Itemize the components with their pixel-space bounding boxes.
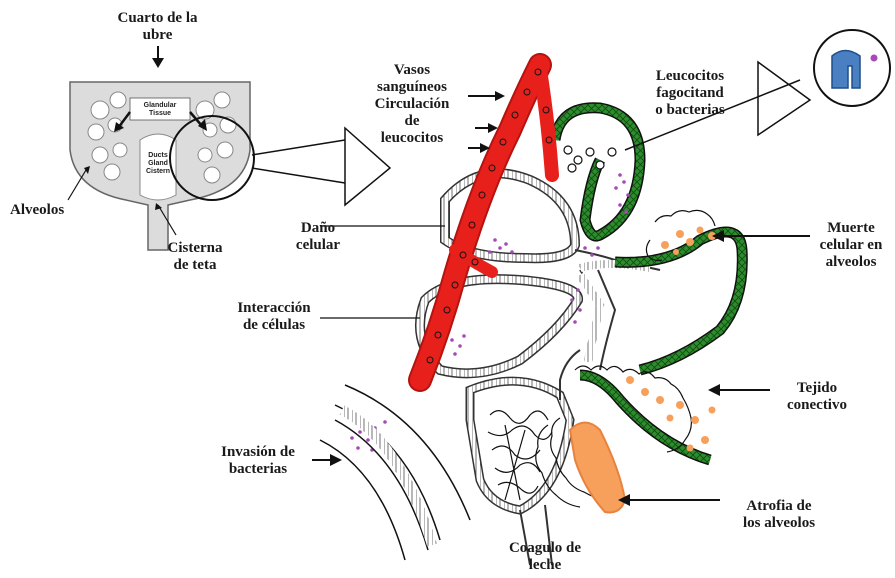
central-ducts xyxy=(520,250,660,565)
label-alveolos: Alveolos xyxy=(10,202,80,219)
leukocytes xyxy=(564,146,616,172)
atrophied-alveolus xyxy=(570,423,625,513)
